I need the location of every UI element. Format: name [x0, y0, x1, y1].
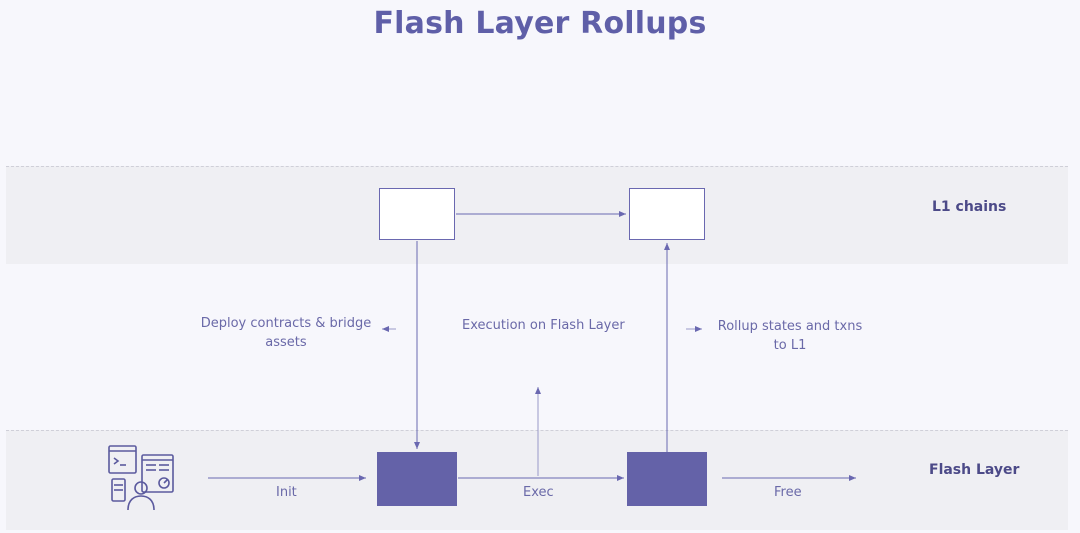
l1-chains-label: L1 chains [932, 199, 1007, 215]
developer-dashboard-icon [108, 445, 174, 511]
l1-chains-band [6, 166, 1068, 264]
flash-layer-band [6, 430, 1068, 530]
deploy-label: Deploy contracts & bridge assets [200, 316, 372, 350]
rollup-label: Rollup states and txns to L1 [717, 319, 863, 353]
flash-box-end [627, 452, 707, 506]
l1-box-end [629, 188, 705, 240]
execution-label: Execution on Flash Layer [462, 318, 625, 333]
exec-label: Exec [523, 485, 554, 500]
init-label: Init [276, 485, 297, 500]
page-title: Flash Layer Rollups [373, 6, 707, 41]
free-label: Free [774, 485, 802, 500]
l1-box-start [379, 188, 455, 240]
flash-box-start [377, 452, 457, 506]
flash-layer-label: Flash Layer [929, 462, 1020, 478]
